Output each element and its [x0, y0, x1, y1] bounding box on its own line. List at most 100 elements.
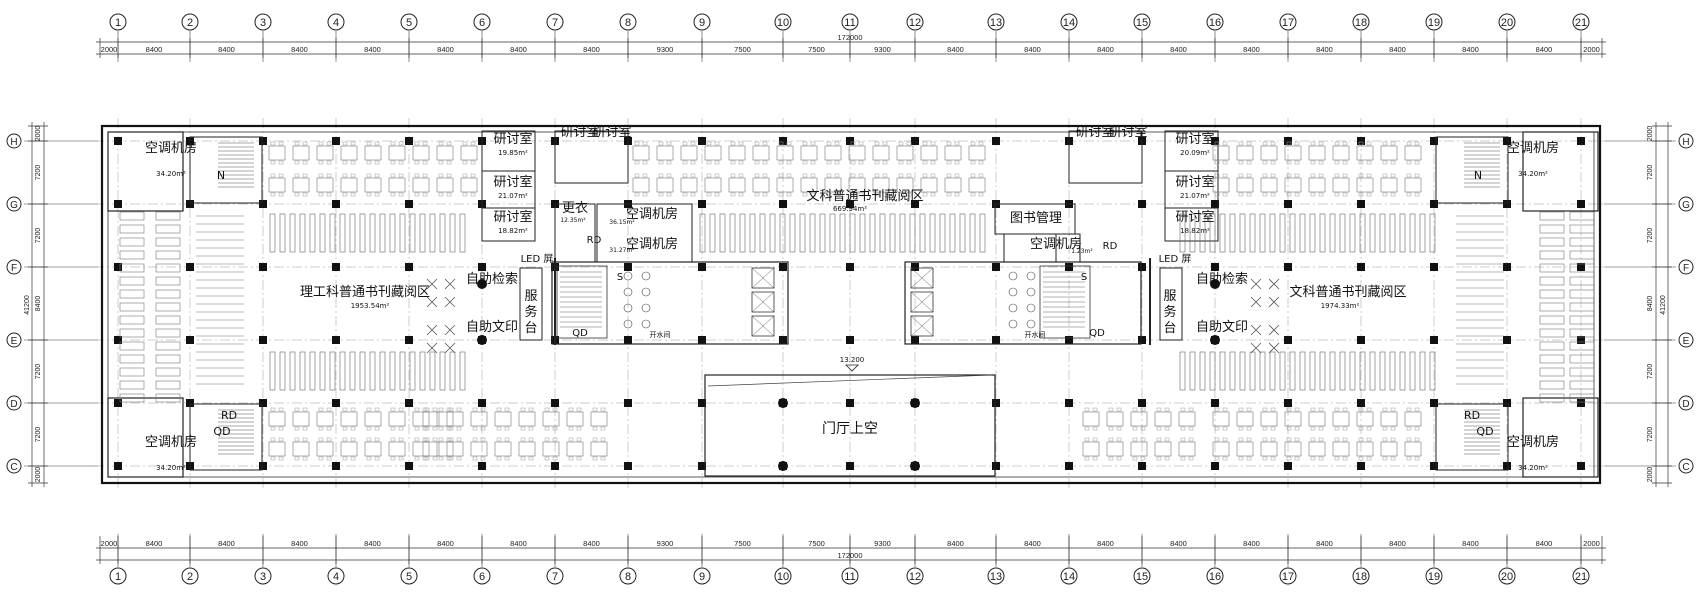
reading-table	[590, 441, 608, 457]
chair	[1294, 192, 1300, 197]
structural-column	[1284, 137, 1292, 145]
side-table	[119, 289, 145, 299]
chair	[1222, 160, 1228, 165]
bookshelf	[439, 351, 446, 391]
chair	[762, 141, 768, 146]
bookshelf	[969, 213, 976, 253]
dimension-value: 2000	[1583, 539, 1600, 548]
reading-table	[776, 177, 794, 193]
service-desk-char: 台	[524, 321, 537, 336]
reading-table	[1212, 177, 1230, 193]
axis-grid: 1122334455667788991010111112121313141415…	[6, 13, 1694, 585]
kiosk-mark	[1250, 324, 1262, 336]
chair	[1390, 437, 1396, 442]
dimension-value: 8400	[1024, 539, 1041, 548]
structural-column	[1211, 200, 1219, 208]
chair	[898, 192, 904, 197]
chair	[568, 456, 574, 461]
chair	[810, 141, 816, 146]
chair	[438, 437, 444, 442]
structural-column	[114, 263, 122, 271]
bookshelf	[699, 213, 706, 253]
chair	[1366, 456, 1372, 461]
chair	[294, 141, 300, 146]
axis-label: 4	[333, 571, 339, 583]
chair	[398, 160, 404, 165]
chair	[318, 141, 324, 146]
reading-table	[388, 411, 406, 427]
service-desk	[1159, 267, 1183, 341]
axis-bubble	[774, 567, 792, 585]
reading-table	[920, 177, 938, 193]
structural-column	[992, 137, 1000, 145]
chair	[1164, 456, 1170, 461]
axis-bubble	[6, 196, 22, 212]
elevator-shaft	[751, 267, 775, 289]
chair	[1310, 437, 1316, 442]
structural-column	[332, 336, 340, 344]
reading-table	[632, 177, 650, 193]
chair	[634, 173, 640, 178]
bookshelf	[879, 213, 886, 253]
chair	[802, 160, 808, 165]
structural-column	[698, 263, 706, 271]
chair	[472, 437, 478, 442]
structural-column	[992, 263, 1000, 271]
dimension-value: 9300	[874, 45, 891, 54]
side-table	[155, 250, 181, 260]
toilet-fixture	[623, 319, 633, 329]
reading-table	[316, 441, 334, 457]
structural-column	[405, 399, 413, 407]
core-walls	[904, 261, 1142, 345]
chair	[270, 173, 276, 178]
axis-label: F	[11, 263, 17, 274]
round-column	[778, 461, 788, 471]
chair	[906, 141, 912, 146]
chair	[1310, 426, 1316, 431]
toilet-fixture	[1008, 319, 1018, 329]
bookshelf	[1409, 213, 1416, 253]
side-table	[1539, 328, 1565, 338]
chair	[1294, 173, 1300, 178]
reading-table	[1332, 411, 1350, 427]
side-table	[119, 302, 145, 312]
axis-label: 5	[406, 571, 412, 583]
bookshelf	[889, 213, 896, 253]
chair	[504, 407, 510, 412]
dimension-value: 8400	[364, 45, 381, 54]
furniture-layout	[119, 141, 1595, 461]
structural-column	[1138, 462, 1146, 470]
chair	[390, 407, 396, 412]
structural-column	[1138, 263, 1146, 271]
reading-table	[1178, 441, 1196, 457]
bookshelf	[849, 213, 856, 253]
side-table	[155, 237, 181, 247]
chair	[1164, 426, 1170, 431]
ac-room-area: 34.20m²	[156, 464, 186, 472]
kiosk-mark	[1250, 278, 1262, 290]
side-table	[1569, 263, 1595, 273]
axis-label: 2	[187, 571, 193, 583]
dimension-value: 8400	[1243, 45, 1260, 54]
chair	[714, 160, 720, 165]
water-room-label: 开水间	[650, 330, 671, 339]
bookshelf	[1249, 351, 1256, 391]
dimension-value: 8400	[1462, 45, 1479, 54]
chair	[1270, 426, 1276, 431]
chair	[422, 192, 428, 197]
kiosk-mark	[444, 342, 456, 354]
dimension-value: 2000	[35, 467, 42, 483]
chair	[462, 192, 468, 197]
reading-table	[800, 177, 818, 193]
bookshelf	[1329, 213, 1336, 253]
chair	[1390, 192, 1396, 197]
axis-label: 1	[115, 571, 121, 583]
chair	[1318, 141, 1324, 146]
structural-column	[1211, 399, 1219, 407]
bookshelf	[1389, 213, 1396, 253]
axis-bubble	[1206, 13, 1224, 31]
chair	[1342, 407, 1348, 412]
chair	[424, 426, 430, 431]
chair	[528, 456, 534, 461]
structural-column	[624, 336, 632, 344]
